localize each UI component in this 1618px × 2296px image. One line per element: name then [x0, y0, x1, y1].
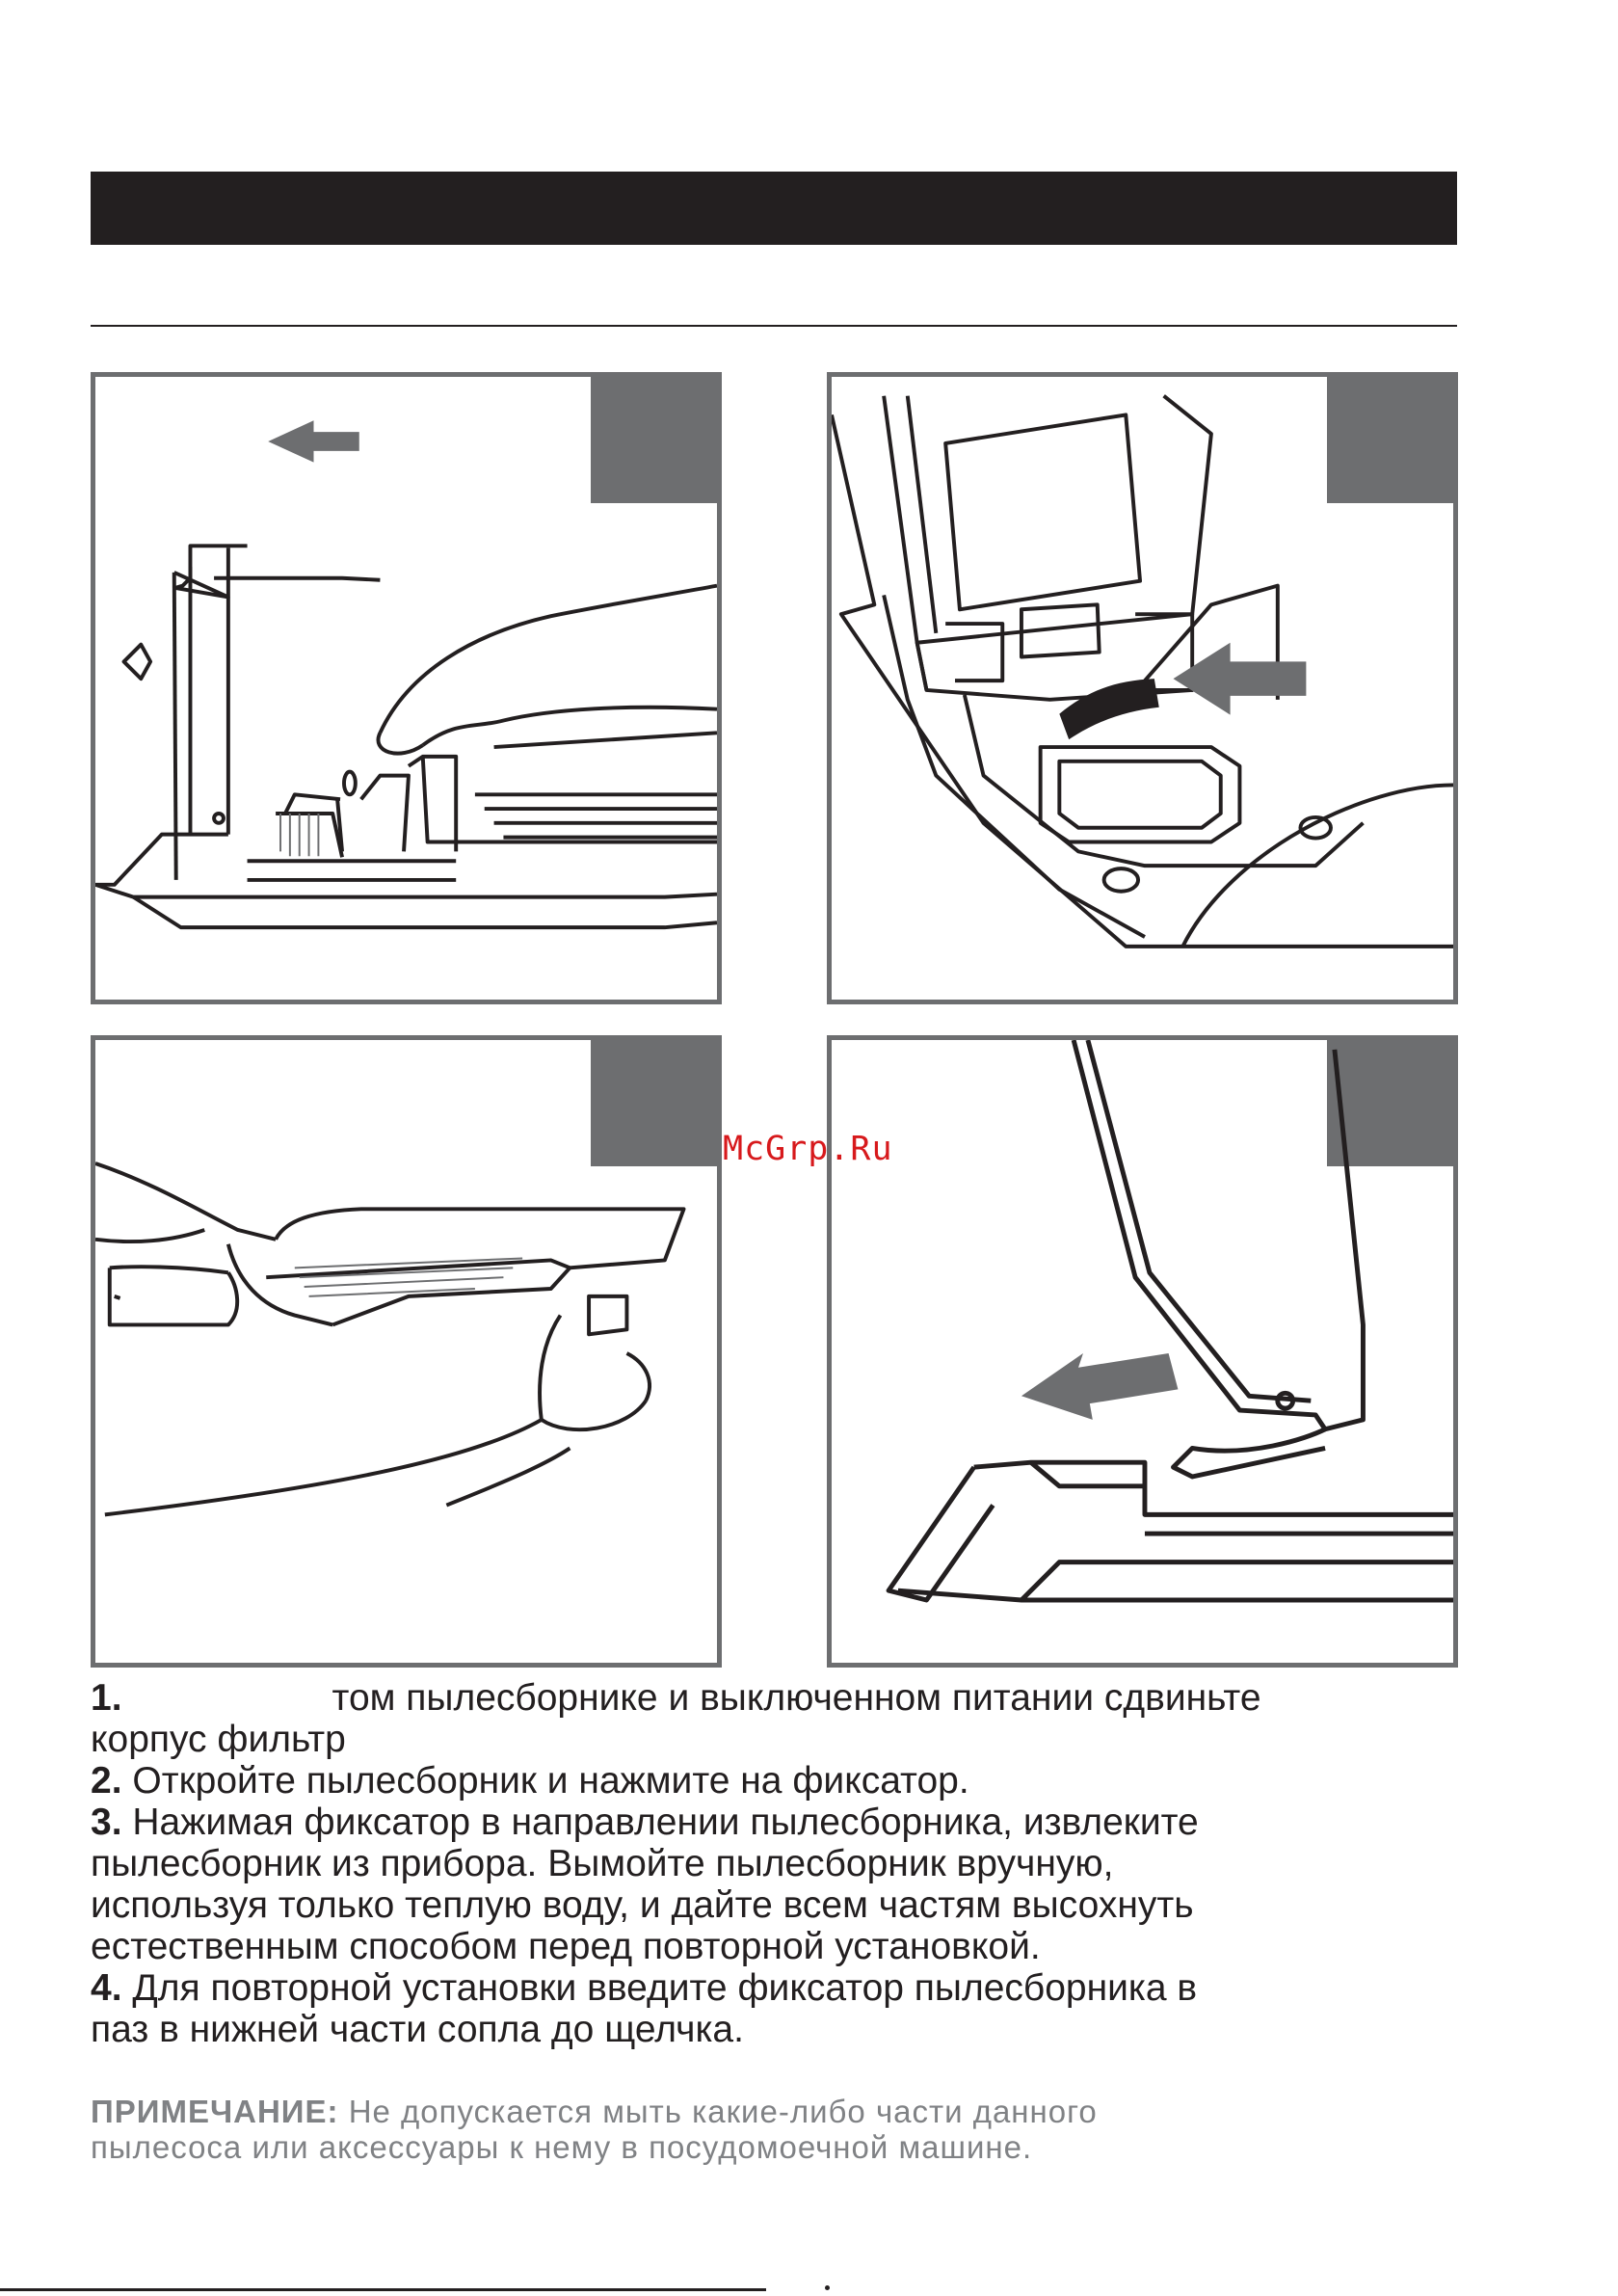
step-3-cont-3: естественным способом перед повторной ус… — [91, 1926, 1459, 1967]
step-3-line-2: пылесборник из прибора. Вымойте пылесбор… — [91, 1843, 1114, 1884]
step-1-cont: корпус фильтр — [91, 1719, 1459, 1760]
footer-divider — [0, 2288, 766, 2291]
step-4-number: 4. — [91, 1967, 122, 2009]
note-line-2: пылесоса или аксессуары к нему в посудом… — [91, 2129, 1033, 2165]
press-latch-illustration — [832, 394, 1453, 948]
remove-bin-illustration — [95, 1161, 686, 1517]
step-badge-3 — [591, 1040, 717, 1166]
step-1-number: 1. — [91, 1677, 122, 1719]
note-label: ПРИМЕЧАНИЕ: — [91, 2094, 339, 2129]
reinstall-bin-illustration — [886, 1040, 1453, 1603]
step-2-line-1: Откройте пылесборник и нажмите на фиксат… — [132, 1760, 969, 1802]
slide-filter-illustration — [95, 420, 717, 930]
illustration-panel-1 — [91, 372, 722, 1004]
step-4: 4. Для повторной установки введите фикса… — [91, 1967, 1459, 2009]
note-line-1: Не допускается мыть какие-либо части дан… — [348, 2094, 1098, 2129]
footer-dot — [825, 2285, 830, 2290]
step-3-line-3: используя только теплую воду, и дайте вс… — [91, 1884, 1194, 1926]
note: ПРИМЕЧАНИЕ: Не допускается мыть какие-ли… — [91, 2094, 1459, 2165]
step-3-cont-1: пылесборник из прибора. Вымойте пылесбор… — [91, 1843, 1459, 1884]
instructions: 1. том пылесборнике и выключенном питании… — [91, 1677, 1459, 2050]
illustration-panel-4 — [827, 1035, 1458, 1668]
step-badge-2 — [1327, 377, 1453, 503]
step-1: 1. том пылесборнике и выключенном питании… — [91, 1677, 1459, 1719]
step-4-cont: паз в нижней части сопла до щелчка. — [91, 2009, 1459, 2050]
step-badge-4 — [1327, 1040, 1453, 1166]
step-3-line-4: естественным способом перед повторной ус… — [91, 1926, 1041, 1967]
step-3-line-1: Нажимая фиксатор в направлении пылесборн… — [132, 1802, 1199, 1843]
step-3-cont-2: используя только теплую воду, и дайте вс… — [91, 1884, 1459, 1926]
illustration-panel-2 — [827, 372, 1458, 1004]
header-divider — [91, 325, 1457, 327]
watermark: McGrp.Ru — [723, 1130, 893, 1168]
step-3-number: 3. — [91, 1802, 122, 1843]
illustration-panel-3 — [91, 1035, 722, 1668]
step-4-line-1: Для повторной установки введите фиксатор… — [132, 1967, 1198, 2009]
section-header-bar — [91, 172, 1457, 245]
step-2: 2. Откройте пылесборник и нажмите на фик… — [91, 1760, 1459, 1802]
step-3: 3. Нажимая фиксатор в направлении пылесб… — [91, 1802, 1459, 1843]
step-badge-1 — [591, 377, 717, 503]
step-1-line-2: корпус фильтр — [91, 1719, 346, 1760]
step-2-number: 2. — [91, 1760, 122, 1802]
step-1-line-1: том пылесборнике и выключенном питании с… — [332, 1677, 1261, 1719]
step-4-line-2: паз в нижней части сопла до щелчка. — [91, 2009, 744, 2050]
